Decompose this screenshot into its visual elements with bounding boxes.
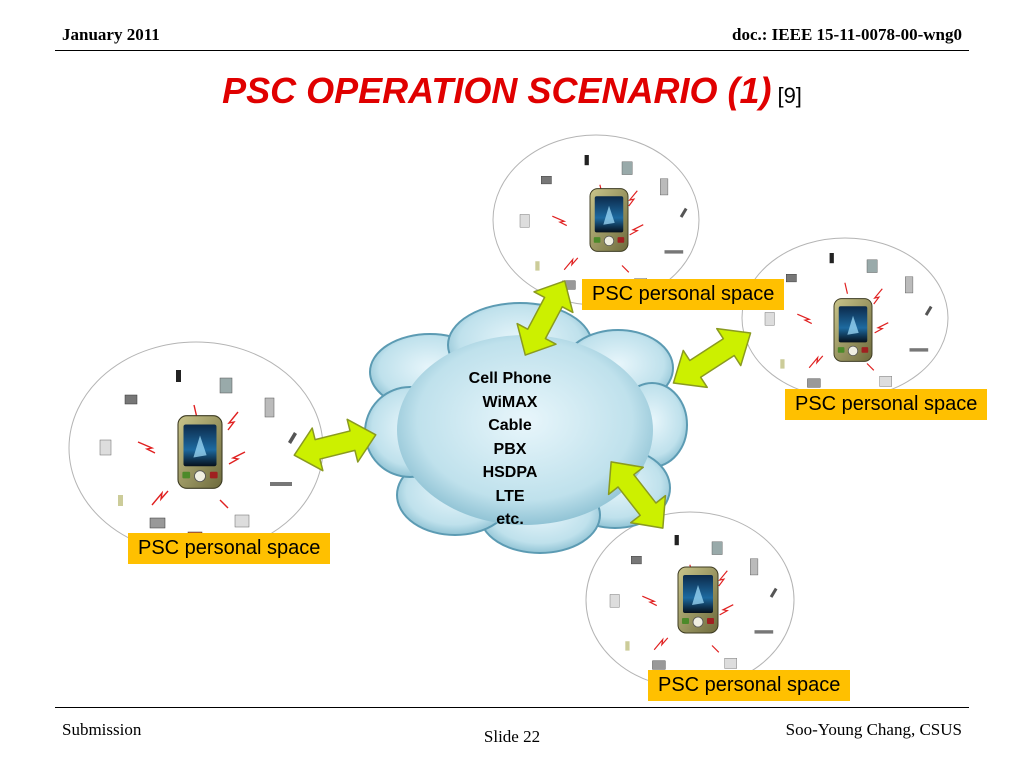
header-rule bbox=[55, 50, 969, 51]
cloud-item: HSDPA bbox=[482, 464, 538, 481]
header-date: January 2011 bbox=[62, 25, 160, 44]
cloud-item: Cell Phone bbox=[468, 370, 552, 387]
personal-space-left bbox=[68, 341, 324, 555]
footer-rule bbox=[55, 707, 969, 708]
slide-title: PSC OPERATION SCENARIO (1)[9] bbox=[0, 70, 1024, 112]
cloud-item: Cable bbox=[488, 417, 532, 434]
personal-space-right bbox=[741, 237, 949, 399]
title-main: PSC OPERATION SCENARIO (1) bbox=[222, 70, 772, 111]
cloud-item: PBX bbox=[493, 440, 527, 458]
personal-space-bottom bbox=[585, 511, 795, 689]
phone-icon bbox=[177, 415, 223, 489]
title-reference: [9] bbox=[777, 83, 802, 108]
footer-author: Soo-Young Chang, CSUS bbox=[785, 720, 962, 739]
footer-submission: Submission bbox=[62, 720, 142, 739]
network-cloud bbox=[364, 302, 688, 554]
label-personal-space-bottom: PSC personal space bbox=[648, 670, 851, 701]
phone-icon bbox=[833, 298, 873, 362]
double-arrow-left bbox=[293, 418, 377, 472]
header-doc-id: doc.: IEEE 15-11-0078-00-wng0 bbox=[732, 25, 962, 44]
cloud-item: WiMAX bbox=[482, 393, 538, 411]
double-arrow-top bbox=[516, 280, 574, 356]
cloud-item: LTE bbox=[495, 487, 525, 505]
cloud-item: etc. bbox=[496, 511, 524, 528]
label-personal-space-left: PSC personal space bbox=[128, 533, 331, 564]
label-personal-space-right: PSC personal space bbox=[785, 389, 988, 420]
phone-icon bbox=[589, 188, 629, 252]
double-arrow-bottom bbox=[607, 461, 667, 529]
footer-slide-number: Slide 22 bbox=[483, 727, 541, 746]
cloud-technology-list: Cell Phone WiMAX Cable PBX HSDPA LTE etc… bbox=[420, 367, 600, 532]
double-arrow-right bbox=[672, 327, 752, 389]
label-personal-space-top: PSC personal space bbox=[582, 279, 785, 310]
phone-icon bbox=[677, 566, 719, 634]
